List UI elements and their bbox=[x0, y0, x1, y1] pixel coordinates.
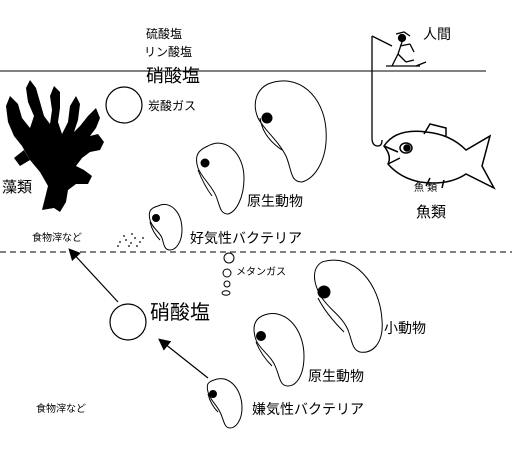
nitrate-mid-label: 硝酸塩 bbox=[150, 300, 210, 324]
bubble-icon bbox=[109, 303, 147, 341]
phosphate-label: リン酸塩 bbox=[144, 45, 193, 59]
particle-dots bbox=[117, 233, 144, 247]
aerobic-bacteria-label: 好気性バクテリア bbox=[190, 231, 302, 247]
food-scraps-bottom-label: 食物滓など bbox=[36, 404, 86, 415]
carbonate-gas-label: 炭酸ガス bbox=[148, 99, 197, 113]
fish-label: 魚類 bbox=[416, 203, 447, 221]
anaerobic-bacteria-label: 嫌気性バクテリア bbox=[252, 402, 364, 418]
fish-icon bbox=[383, 123, 496, 190]
small-animals-label: 小動物 bbox=[384, 321, 426, 337]
fisherman-icon bbox=[371, 31, 427, 147]
arrow-icon bbox=[68, 248, 119, 303]
food-scraps-top-label: 食物滓など bbox=[32, 233, 82, 244]
organism-icon bbox=[148, 204, 183, 251]
protozoa-top-label: 原生動物 bbox=[247, 194, 303, 210]
arrow-icon bbox=[158, 338, 209, 379]
organism-icon bbox=[314, 259, 383, 353]
methane-gas-label: メタンガス bbox=[236, 267, 286, 278]
bubble-icon bbox=[105, 86, 143, 124]
methane-bubbles bbox=[221, 252, 235, 296]
fish-body-text: 魚 類 bbox=[414, 183, 438, 194]
organism-icon bbox=[254, 80, 327, 183]
algae-icon bbox=[6, 80, 104, 212]
organism-icon bbox=[195, 142, 245, 215]
organism-icon bbox=[253, 313, 305, 387]
protozoa-bottom-label: 原生動物 bbox=[308, 369, 364, 385]
organism-icon bbox=[206, 378, 243, 429]
algae-label: 藻類 bbox=[2, 178, 33, 196]
nitrate-top-label: 硝酸塩 bbox=[146, 66, 200, 87]
sulfate-label: 硫酸塩 bbox=[146, 27, 183, 41]
human-label: 人間 bbox=[423, 27, 451, 43]
